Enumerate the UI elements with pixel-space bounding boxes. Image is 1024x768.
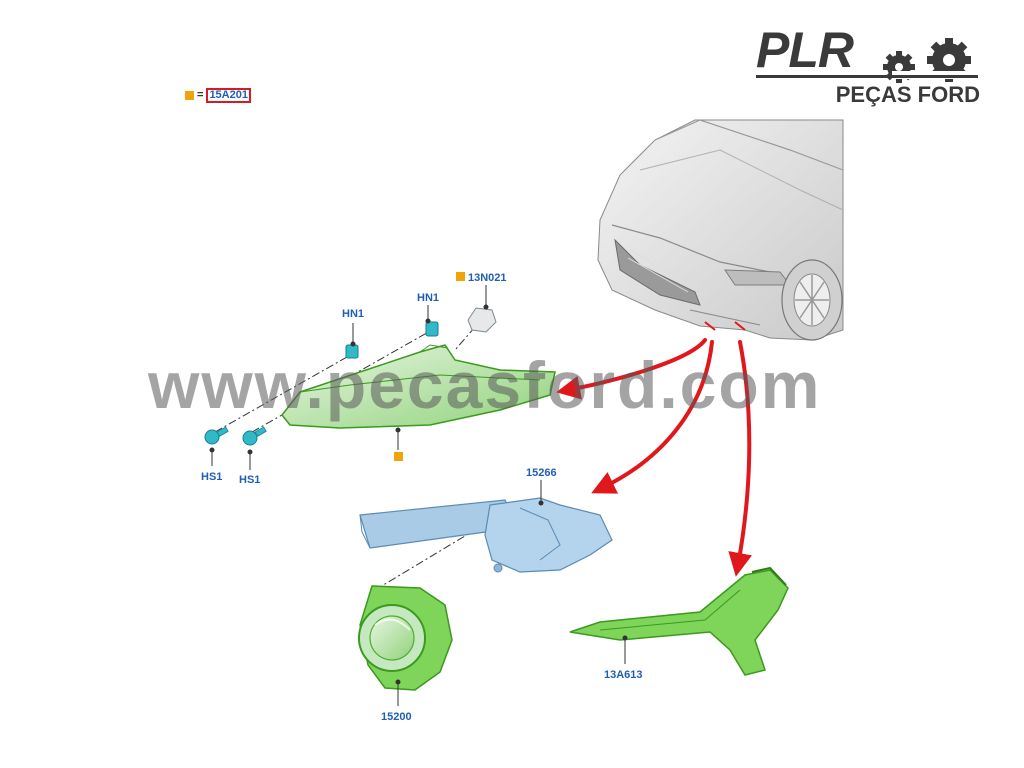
- logo-text: PLR: [756, 22, 854, 78]
- legend-equals: =: [197, 89, 204, 101]
- label-hn1-right[interactable]: HN1: [417, 292, 439, 304]
- hs1-screw-right[interactable]: [242, 426, 267, 446]
- legend-part-code[interactable]: 15A201: [206, 87, 251, 103]
- callout-arrows: [556, 338, 752, 577]
- label-hs1-right[interactable]: HS1: [239, 474, 260, 486]
- car-front-view: [597, 119, 844, 341]
- orange-marker-icon: [456, 272, 465, 281]
- bulb-socket[interactable]: [467, 307, 497, 333]
- hs1-screw-left[interactable]: [204, 426, 229, 445]
- plr-logo: PLR: [752, 22, 984, 110]
- fog-lamp-bracket[interactable]: [359, 497, 613, 573]
- arrow-to-drl-strip: [728, 340, 752, 577]
- label-13n021[interactable]: 13N021: [468, 272, 507, 284]
- legend: = 15A201: [185, 87, 251, 103]
- label-leaders: [209, 285, 628, 706]
- drl-strip[interactable]: [569, 566, 789, 676]
- orange-marker-icon: [394, 452, 403, 461]
- label-hn1-left[interactable]: HN1: [342, 308, 364, 320]
- logo-subtitle: PEÇAS FORD: [835, 82, 980, 107]
- drl-housing-assembly[interactable]: [281, 344, 556, 429]
- hn1-clip-left[interactable]: [345, 344, 359, 359]
- arrow-to-bracket: [591, 340, 714, 494]
- logo-divider: [756, 75, 978, 78]
- orange-marker-icon: [185, 90, 194, 100]
- label-hs1-left[interactable]: HS1: [201, 471, 222, 483]
- label-13a613[interactable]: 13A613: [604, 669, 643, 681]
- hn1-clip-right[interactable]: [425, 321, 439, 337]
- label-15200[interactable]: 15200: [381, 711, 412, 723]
- arrow-to-drl-assembly: [556, 338, 707, 400]
- fog-lamp[interactable]: [358, 585, 453, 691]
- label-15266[interactable]: 15266: [526, 467, 557, 479]
